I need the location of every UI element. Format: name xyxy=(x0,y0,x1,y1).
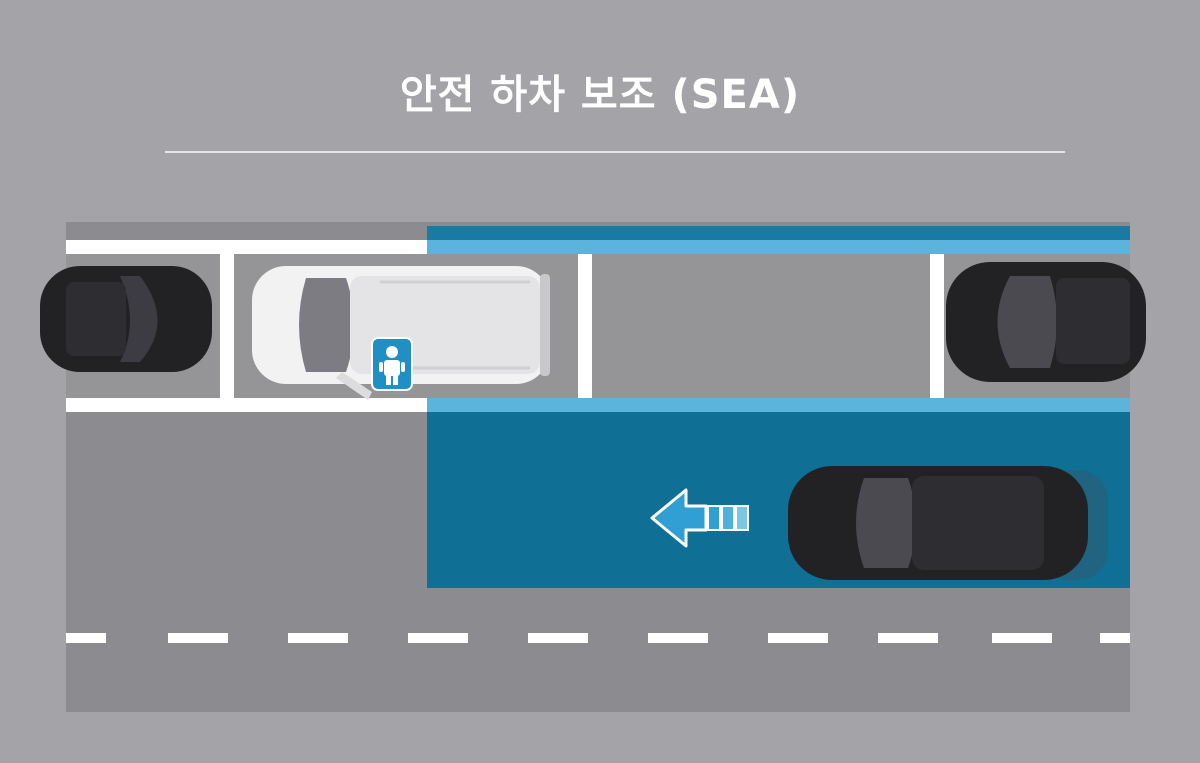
left-arrow-icon xyxy=(650,488,749,548)
lane-dash xyxy=(648,633,708,643)
passenger-icon xyxy=(371,337,413,391)
lane-dash xyxy=(168,633,228,643)
approaching-car xyxy=(788,466,1108,580)
lane-dash xyxy=(878,633,938,643)
parking-divider-3 xyxy=(930,240,944,412)
white-parked-car xyxy=(252,266,550,400)
car-windshield xyxy=(120,276,158,362)
car-roof xyxy=(912,476,1044,570)
lane-dashes xyxy=(66,633,1130,643)
lane-dash xyxy=(992,633,1052,643)
parking-divider-2 xyxy=(578,240,592,412)
car-windshield xyxy=(299,278,354,372)
parked-car-left xyxy=(40,266,212,372)
lane-dash xyxy=(528,633,588,643)
detection-zone-bottom-edge xyxy=(427,398,1130,412)
car-rear-lights xyxy=(540,274,550,376)
lane-dash xyxy=(408,633,468,643)
title-divider xyxy=(165,151,1065,153)
detection-zone-top-edge xyxy=(427,240,1130,254)
parking-divider-1 xyxy=(220,240,234,412)
car-door-open xyxy=(336,372,372,400)
lane-dash xyxy=(1100,633,1130,643)
lane-dash xyxy=(288,633,348,643)
car-windshield xyxy=(997,276,1057,368)
lane-dash xyxy=(768,633,828,643)
car-roof xyxy=(1056,278,1130,364)
lane-dash xyxy=(66,633,106,643)
page-title: 안전 하차 보조 (SEA) xyxy=(399,72,801,118)
car-windshield xyxy=(856,478,916,568)
parked-car-right xyxy=(946,262,1146,382)
car-roof xyxy=(66,282,126,356)
